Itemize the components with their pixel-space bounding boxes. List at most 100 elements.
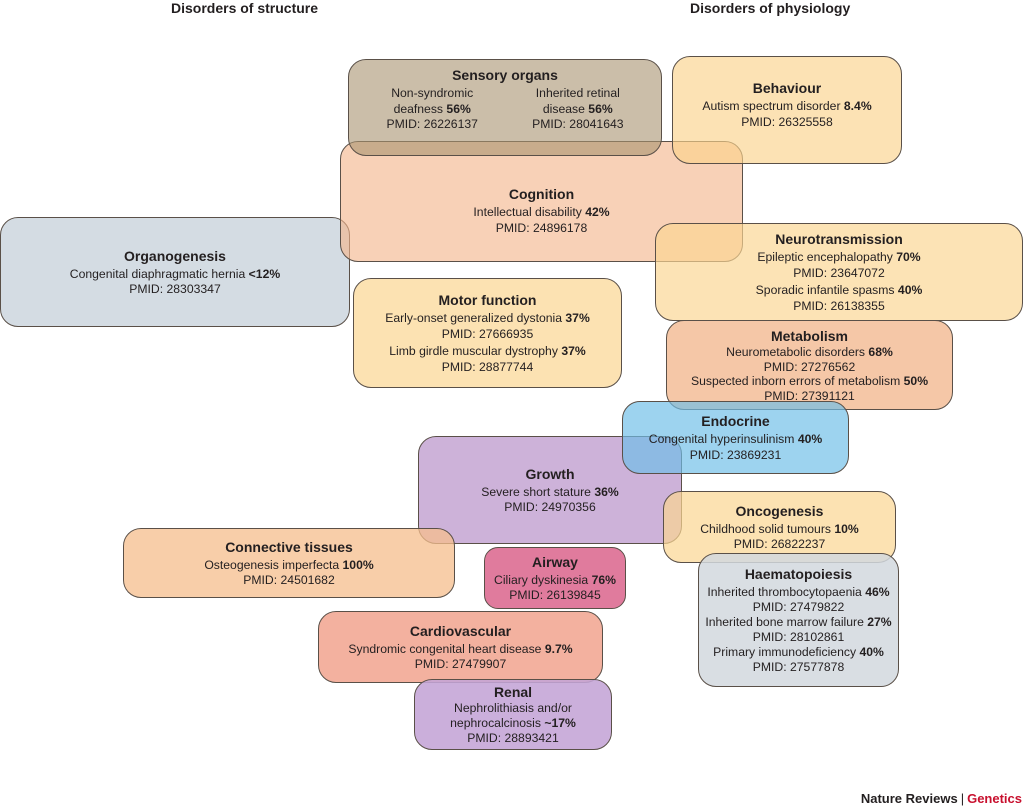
entry: Severe short stature 36% PMID: 24970356 [481,485,619,516]
entry-value: 100% [342,557,374,572]
entry-name: Ciliary dyskinesia [494,572,589,587]
entry-value: 36% [594,484,619,499]
box-behaviour: Behaviour Autism spectrum disorder 8.4% … [672,56,902,164]
entry-name: Childhood solid tumours [700,521,831,536]
entry-pmid: PMID: 26226137 [386,117,478,131]
entry-name: nephrocalcinosis [450,716,541,730]
entry-pmid: PMID: 27276562 [763,359,856,374]
header-disorders-of-physiology: Disorders of physiology [690,0,851,16]
box-title: Metabolism [770,328,848,344]
box-title: Neurotransmission [775,231,903,247]
entry: Inherited thrombocytopaenia 46% PMID: 27… [707,585,889,615]
entry-name: Limb girdle muscular dystrophy [389,344,558,358]
entry: Neurometabolic disorders 68% PMID: 27276… [726,345,893,374]
entry-name: Neurometabolic disorders [726,345,866,359]
entry: Intellectual disability 42% PMID: 248961… [473,205,609,236]
entry-pmid: PMID: 27666935 [441,326,534,341]
entry-name: disease [542,101,585,116]
entry-value: ~17% [544,716,576,730]
entry: Inherited retinal disease 56% PMID: 2804… [511,86,645,133]
entry: Non-syndromic deafness 56% PMID: 2622613… [365,86,499,133]
entry: Ciliary dyskinesia 76% PMID: 26139845 [494,573,616,604]
box-cognition: Cognition Intellectual disability 42% PM… [340,141,743,262]
box-haematopoiesis: Haematopoiesis Inherited thrombocytopaen… [698,553,899,687]
journal-section: Genetics [967,791,1022,806]
entry-value: 56% [446,101,471,116]
entry-name: Osteogenesis imperfecta [204,557,340,572]
entry-value: 37% [565,311,590,325]
box-connective-tissues: Connective tissues Osteogenesis imperfec… [123,528,455,598]
entry: Congenital diaphragmatic hernia <12% PMI… [70,267,280,298]
entry-value: 56% [588,101,613,116]
entry-name-line1: Nephrolithiasis and/or [454,701,572,715]
entry: Inherited bone marrow failure 27% PMID: … [705,615,891,645]
box-sensory-organs: Sensory organs Non-syndromic deafness 56… [348,59,662,156]
entry-name: Epileptic encephalopathy [757,250,893,264]
entry-value: 68% [868,345,893,359]
box-title: Airway [532,553,578,570]
entry-pmid: PMID: 24501682 [243,573,335,587]
box-title: Haematopoiesis [744,566,853,582]
entry-value: <12% [248,266,281,281]
entry-pmid: PMID: 28041643 [532,117,624,131]
entry-pmid: PMID: 24896178 [495,220,588,235]
box-title: Sensory organs [452,67,558,83]
entry-name: Severe short stature [481,484,591,499]
entry-name: Congenital hyperinsulinism [648,432,795,446]
entry-value: 9.7% [544,641,573,656]
entry-pmid: PMID: 23869231 [689,447,782,462]
entry-value: 46% [865,585,890,599]
entry-pmid: PMID: 27577878 [752,660,845,674]
entry: Osteogenesis imperfecta 100% PMID: 24501… [204,558,373,589]
box-airway: Airway Ciliary dyskinesia 76% PMID: 2613… [484,547,626,609]
box-title: Cognition [508,186,575,202]
entry-pmid: PMID: 27391121 [764,388,855,403]
entry: Autism spectrum disorder 8.4% PMID: 2632… [702,99,871,130]
box-metabolism: Metabolism Neurometabolic disorders 68% … [666,320,953,410]
header-disorders-of-structure: Disorders of structure [171,0,319,16]
entry-name: Inherited thrombocytopaenia [707,585,862,599]
entry-pmid: PMID: 28877744 [441,359,534,374]
box-title: Organogenesis [124,247,226,264]
entry-value: 50% [903,374,929,388]
box-endocrine: Endocrine Congenital hyperinsulinism 40%… [622,401,849,474]
entry-name: Suspected inborn errors of metabolism [690,374,901,388]
box-title: Cardiovascular [409,622,512,639]
entry-value: 37% [561,344,586,358]
journal-name: Nature Reviews [860,791,958,806]
entry-pmid: PMID: 23647072 [793,265,885,280]
entry-value: 70% [896,250,921,264]
journal-credit: Nature Reviews|Genetics [861,791,1022,806]
entry-pmid: PMID: 28303347 [129,282,221,296]
entry-value: 76% [591,572,616,587]
entry-pmid: PMID: 28102861 [752,630,845,644]
box-title: Oncogenesis [735,502,824,519]
entry-name: Autism spectrum disorder [702,99,841,113]
entry-name: Syndromic congenital heart disease [348,641,542,656]
box-title: Renal [493,684,533,700]
entry-name: deafness [393,101,444,116]
entry: Sporadic infantile spasms 40% PMID: 2613… [756,283,923,314]
box-oncogenesis: Oncogenesis Childhood solid tumours 10% … [663,491,896,563]
box-title: Connective tissues [225,538,353,555]
box-motor-function: Motor function Early-onset generalized d… [353,278,622,388]
entry-name-line1: Inherited retinal [535,86,620,100]
entry-pmid: PMID: 26139845 [509,588,601,602]
entry-value: 40% [897,283,923,297]
entry: Congenital hyperinsulinism 40% PMID: 238… [649,432,822,463]
entry: Early-onset generalized dystonia 37% PMI… [385,311,590,342]
entry: Syndromic congenital heart disease 9.7% … [348,642,572,673]
entry-pmid: PMID: 24970356 [504,500,596,514]
entry-value: 27% [867,615,892,629]
entry-name-line1: Non-syndromic [391,86,474,100]
box-renal: Renal Nephrolithiasis and/or nephrocalci… [414,679,612,750]
entry-value: 42% [585,205,610,219]
entry-pmid: PMID: 27479907 [414,657,507,671]
entry-value: 40% [859,645,884,659]
entry-name: Inherited bone marrow failure [705,615,864,629]
box-organogenesis: Organogenesis Congenital diaphragmatic h… [0,217,350,327]
box-neurotransmission: Neurotransmission Epileptic encephalopat… [655,223,1023,321]
entry-pmid: PMID: 26138355 [793,298,885,313]
entry: Suspected inborn errors of metabolism 50… [691,374,928,403]
entry-value: 8.4% [843,99,872,113]
